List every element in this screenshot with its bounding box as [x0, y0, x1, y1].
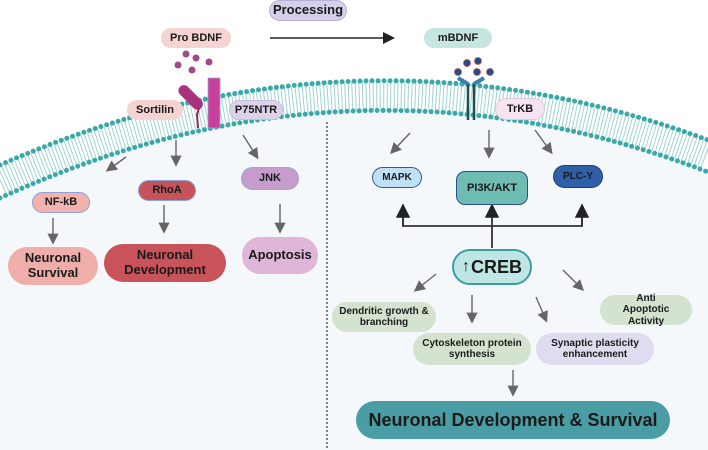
trkb-receptor: [456, 76, 486, 120]
mbdnf-ligands: [454, 57, 494, 76]
sortilin-receptor: [178, 85, 203, 129]
cytoplasm: [0, 110, 708, 450]
trkb-label: TrKB: [495, 98, 545, 120]
rhoa-node: RhoA: [138, 180, 196, 201]
pro-bdnf-ligands: [174, 50, 213, 74]
creb-label: CREB: [470, 256, 522, 277]
anti-apoptotic-node: Anti Apoptotic Activity: [600, 293, 692, 327]
apoptosis-node: Apoptosis: [242, 237, 318, 274]
cell-membrane: [0, 78, 708, 201]
dendritic-node: Dendritic growth & branching: [332, 302, 436, 332]
jnk-node: JNK: [241, 167, 299, 190]
mbdnf-label: mBDNF: [424, 28, 492, 48]
processing-label: Processing: [269, 0, 347, 21]
pro-bdnf-label: Pro BDNF: [161, 28, 231, 48]
creb-node: ↑CREB: [452, 249, 532, 285]
mapk-node: MAPK: [372, 167, 422, 188]
cytoskeleton-node: Cytoskeleton protein synthesis: [413, 333, 531, 365]
p75ntr-receptor: [207, 77, 221, 129]
neuronal-development-node: Neuronal Development: [104, 244, 226, 282]
arrows: [47, 129, 584, 397]
final-outcome-node: Neuronal Development & Survival: [356, 401, 670, 439]
p75ntr-label: P75NTR: [229, 100, 283, 120]
creb-feedback-arrows: [395, 203, 590, 248]
synaptic-node: Synaptic plasticity enhancement: [536, 333, 654, 365]
neuronal-survival-node: Neuronal Survival: [8, 247, 98, 285]
pi3k-akt-node: PI3K/AKT: [456, 171, 528, 205]
nfkb-node: NF-kB: [32, 192, 90, 213]
arrow-up-icon: ↑: [461, 257, 470, 275]
plc-y-node: PLC-Y: [553, 165, 603, 188]
sortilin-label: Sortilin: [127, 100, 183, 120]
